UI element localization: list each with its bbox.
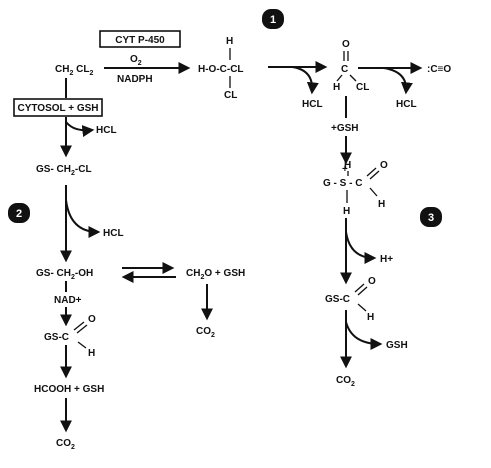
hcl-label-2: HCL	[396, 99, 417, 110]
cytosol-gsh-label: CYTOSOL + GSH	[17, 103, 98, 114]
adduct-h-bottom: H	[343, 206, 350, 217]
gsh-right-label: GSH	[386, 340, 408, 351]
formaldehyde-label: CH2O + GSH	[186, 268, 245, 281]
thioester-bond-o-a	[73, 321, 85, 331]
thioester-bond-h	[77, 341, 87, 349]
phosgene-h: H	[333, 82, 340, 93]
marker-2: 2	[8, 203, 30, 223]
gs-c-bond-h	[357, 303, 367, 312]
hplus-label: H+	[380, 254, 393, 265]
carbon-monoxide-label: :C≡O	[427, 64, 451, 75]
bond-ch	[336, 74, 343, 82]
arrow-hcl-loss-4	[65, 199, 101, 238]
arrow-hcl-loss-3	[65, 121, 95, 138]
adduct-o: O	[380, 160, 388, 171]
cyt-p450-label: CYT P-450	[115, 35, 165, 46]
arrow-hcl-loss-1	[291, 66, 319, 95]
hcl-label-4: HCL	[103, 228, 124, 239]
hydroxy-bottom-cl: CL	[224, 90, 237, 101]
gs-ch2-oh-label: GS- CH2-OH	[36, 268, 93, 281]
adduct-label: G - S - C	[323, 178, 362, 189]
thioester-bond-o-b	[76, 324, 88, 334]
co2-left-label: CO2	[56, 438, 75, 451]
hydroxy-intermediate-label: H-O-C-CL	[198, 64, 244, 75]
arrow-gsh-loss	[345, 321, 383, 350]
adduct-h-top: H	[344, 160, 351, 171]
thioester-o: O	[88, 314, 96, 325]
dichloromethane-label: CH2 CL2	[55, 64, 93, 77]
hcl-label-3: HCL	[96, 125, 117, 136]
cyt-p450-box: CYT P-450	[99, 30, 181, 48]
formic-acid-label: HCOOH + GSH	[34, 384, 104, 395]
adduct-bond-o-b	[369, 170, 380, 180]
phosgene-o: O	[342, 39, 350, 50]
o2-label: O2	[130, 54, 142, 67]
gs-ch2-cl-label: GS- CH2-CL	[36, 164, 92, 177]
gs-c-bond-o-b	[357, 286, 368, 296]
gs-c-right-o: O	[368, 276, 376, 287]
thioester-gs-label: GS-C	[44, 332, 69, 343]
svg-text:3: 3	[428, 212, 434, 224]
adduct-bond-h	[369, 187, 378, 197]
thioester-h: H	[88, 348, 95, 359]
marker-1: 1	[262, 9, 284, 29]
gs-c-right-label: GS-C	[325, 294, 350, 305]
adduct-bond-o-a	[366, 167, 377, 177]
svg-text:1: 1	[270, 14, 276, 26]
cytosol-gsh-box: CYTOSOL + GSH	[13, 98, 103, 117]
nadph-label: NADPH	[117, 74, 153, 85]
phosgene-c: C	[341, 64, 348, 75]
co2-right-label: CO2	[336, 375, 355, 388]
gs-c-bond-o-a	[354, 283, 365, 293]
arrow-hplus-loss	[345, 231, 377, 264]
gs-c-right-h: H	[367, 312, 374, 323]
adduct-h-right: H	[378, 199, 385, 210]
adduct-plus: +	[342, 164, 348, 175]
arrow-hcl-loss-2	[383, 67, 413, 95]
phosgene-cl: CL	[356, 82, 369, 93]
plus-gsh-label: +GSH	[331, 123, 359, 134]
hcl-label-1: HCL	[302, 99, 323, 110]
co2-mid-label: CO2	[196, 326, 215, 339]
bond-ccl	[349, 74, 357, 82]
svg-text:2: 2	[16, 208, 22, 220]
hydroxy-top-h: H	[226, 36, 233, 47]
nad-label: NAD+	[54, 295, 82, 306]
marker-3: 3	[420, 207, 442, 227]
